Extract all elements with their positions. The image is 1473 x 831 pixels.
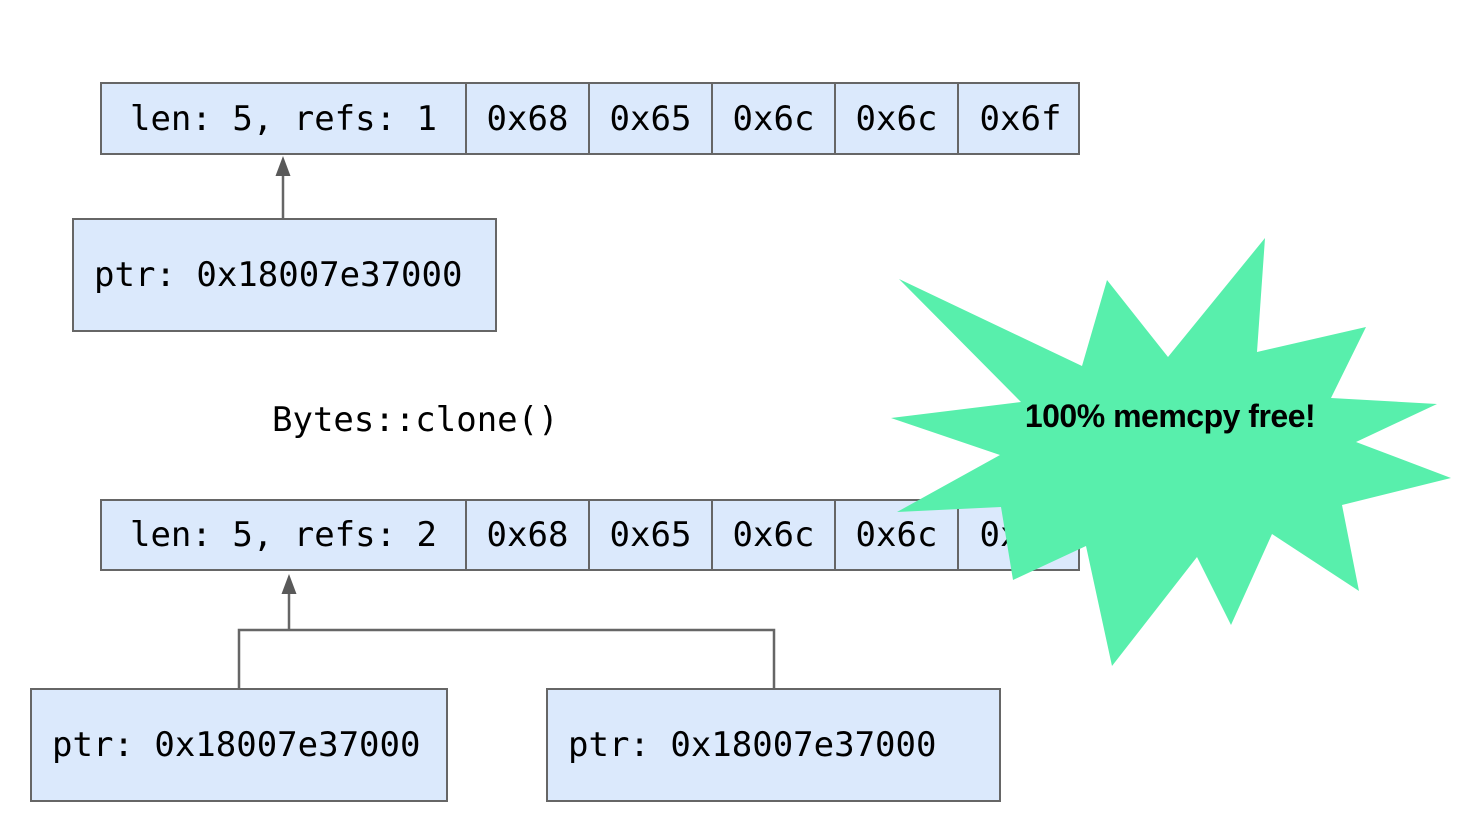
byte-value: 0x6f — [979, 98, 1062, 139]
arrowhead-before-icon — [275, 156, 291, 176]
starburst-shape — [891, 238, 1451, 666]
byte-value: 0x65 — [609, 98, 692, 139]
buffer-row-after: len: 5, refs: 2 0x68 0x65 0x6c 0x6c 0x6f — [100, 499, 1080, 571]
byte-cell: 0x65 — [590, 501, 713, 569]
byte-value: 0x65 — [609, 515, 692, 555]
byte-value: 0x68 — [486, 98, 569, 139]
ptr-box-after-left: ptr: 0x18007e37000 — [30, 688, 448, 802]
byte-cell: 0x6f — [959, 84, 1082, 153]
ptr-box-before: ptr: 0x18007e37000 — [72, 218, 497, 332]
buffer-header-after-label: len: 5, refs: 2 — [129, 515, 438, 555]
buffer-header-before: len: 5, refs: 1 — [102, 84, 467, 153]
byte-cell: 0x6f — [959, 501, 1082, 569]
buffer-header-after: len: 5, refs: 2 — [102, 501, 467, 569]
byte-value: 0x68 — [486, 515, 569, 555]
operation-label: Bytes::clone() — [272, 400, 559, 440]
buffer-row-before: len: 5, refs: 1 0x68 0x65 0x6c 0x6c 0x6f — [100, 82, 1080, 155]
arrowhead-after-icon — [281, 574, 297, 594]
clone-merge-connector — [237, 628, 776, 688]
byte-cell: 0x6c — [713, 84, 836, 153]
byte-cell: 0x6c — [836, 501, 959, 569]
ptr-box-after-left-label: ptr: 0x18007e37000 — [52, 725, 421, 765]
byte-cell: 0x65 — [590, 84, 713, 153]
buffer-header-before-label: len: 5, refs: 1 — [129, 98, 438, 139]
ptr-box-after-right-label: ptr: 0x18007e37000 — [568, 725, 937, 765]
byte-cell: 0x68 — [467, 84, 590, 153]
ptr-box-before-label: ptr: 0x18007e37000 — [94, 255, 463, 295]
starburst-label: 100% memcpy free! — [1024, 398, 1316, 434]
byte-cell: 0x6c — [836, 84, 959, 153]
byte-cell: 0x68 — [467, 501, 590, 569]
byte-value: 0x6c — [732, 515, 815, 555]
byte-value: 0x6f — [979, 515, 1062, 555]
byte-cell: 0x6c — [713, 501, 836, 569]
byte-value: 0x6c — [855, 98, 938, 139]
byte-value: 0x6c — [732, 98, 815, 139]
ptr-box-after-right: ptr: 0x18007e37000 — [546, 688, 1001, 802]
byte-value: 0x6c — [855, 515, 938, 555]
